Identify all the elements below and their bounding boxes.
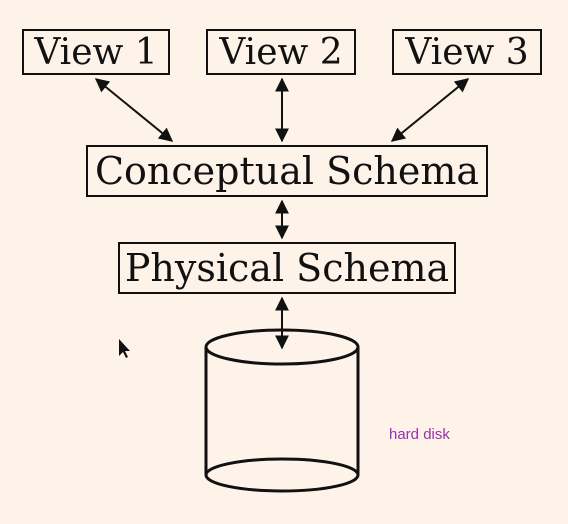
conceptual-schema-box: Conceptual Schema — [86, 145, 488, 197]
physical-schema-label: Physical Schema — [124, 246, 450, 290]
mouse-pointer-icon — [119, 339, 130, 358]
view-1-label: View 1 — [34, 31, 158, 73]
view-2-box: View 2 — [206, 29, 356, 75]
arrow-view3-conceptual — [390, 78, 470, 142]
physical-schema-box: Physical Schema — [118, 242, 456, 294]
view-3-box: View 3 — [392, 29, 542, 75]
hard-disk-label: hard disk — [389, 426, 450, 443]
view-2-label: View 2 — [219, 31, 343, 73]
cylinder-icon — [204, 328, 360, 493]
view-1-box: View 1 — [22, 29, 170, 75]
view-3-label: View 3 — [405, 31, 529, 73]
arrow-view1-conceptual — [94, 78, 174, 142]
conceptual-schema-label: Conceptual Schema — [94, 149, 480, 193]
